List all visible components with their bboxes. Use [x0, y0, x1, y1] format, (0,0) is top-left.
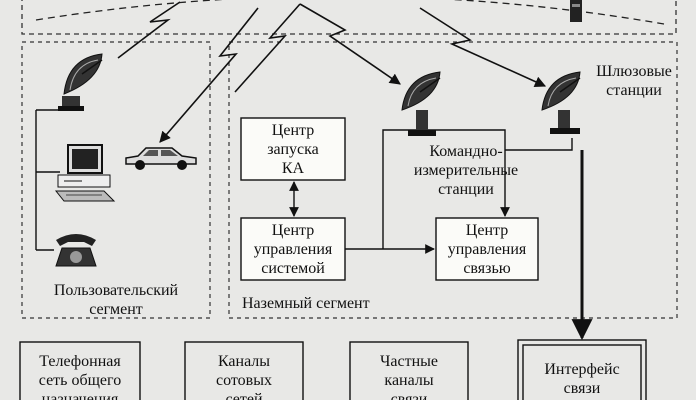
- command-dish-antenna-icon: [401, 71, 441, 136]
- command-stations-label: Командно- измерительные станции: [413, 143, 519, 198]
- gateway-dish-antenna-icon: [541, 71, 581, 134]
- radio-link-user-dish: [117, 1, 181, 59]
- private-channels-box: [349, 341, 469, 400]
- system-center-box: [240, 217, 346, 281]
- user-segment-label: Пользовательский сегмент: [53, 282, 179, 318]
- ground-segment-label: Наземный сегмент: [242, 295, 370, 312]
- interface-box: [517, 339, 647, 400]
- comm-center-box: [435, 217, 539, 281]
- system-center-label: Центр управления системой: [253, 222, 333, 277]
- car-icon: [125, 147, 197, 170]
- ground-segment-border: [228, 41, 678, 319]
- comm-center-label: Центр управления связью: [447, 222, 527, 277]
- space-segment-border: [21, 0, 677, 35]
- gateway-stations-label: Шлюзовые станции: [596, 63, 672, 99]
- orbit-arc: [35, 0, 665, 25]
- user-dish-antenna-icon: [58, 53, 103, 111]
- computer-icon: [54, 144, 116, 202]
- satellite-icon: [570, 0, 582, 22]
- launch-center-box: [240, 117, 346, 181]
- cell-channels-label: Каналы сотовых сетей: [216, 353, 272, 400]
- phone-network-label: Телефонная сеть общего назначения: [38, 353, 122, 400]
- radio-link-command-station: [299, 3, 401, 85]
- radio-link-car: [159, 7, 259, 143]
- interface-label: Интерфейс связи: [544, 361, 620, 397]
- private-channels-label: Частные каналы связи: [379, 353, 438, 400]
- phone-network-box: [19, 341, 141, 400]
- radio-link-ground-sweep: [234, 3, 301, 93]
- radio-link-gateway: [419, 7, 547, 87]
- cell-channels-box: [184, 341, 304, 400]
- launch-center-label: Центр запуска КА: [267, 122, 319, 177]
- telephone-icon: [55, 234, 97, 267]
